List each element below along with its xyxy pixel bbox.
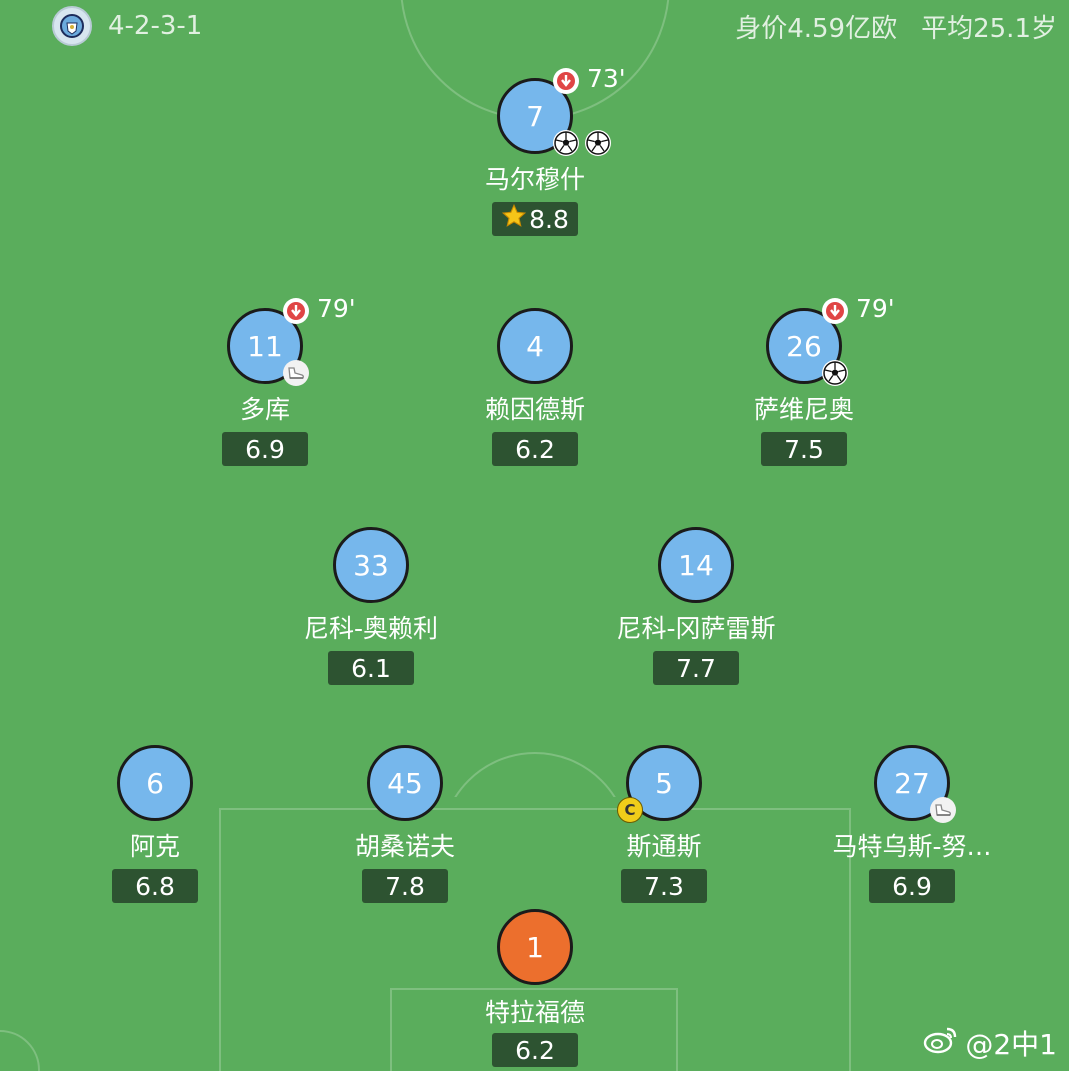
player-rating: 7.3 <box>621 869 707 903</box>
player-number: 6 <box>117 745 193 821</box>
player-rating: 8.8 <box>492 202 578 236</box>
corner-arc <box>0 1030 40 1071</box>
rating-value: 6.9 <box>245 434 285 464</box>
sub-out-time: 79' <box>317 294 356 323</box>
player-name: 阿克 <box>129 832 180 861</box>
penalty-box <box>219 808 851 1071</box>
rating-value: 8.8 <box>529 204 569 234</box>
rating-value: 6.1 <box>351 653 391 683</box>
watermark-text: @2中1 <box>965 1028 1057 1061</box>
formation-label: 4-2-3-1 <box>108 11 203 41</box>
goal-football-icon <box>585 130 611 156</box>
player-rating: 6.8 <box>112 869 198 903</box>
rating-value: 6.8 <box>135 871 175 901</box>
assist-boot-icon <box>930 797 956 823</box>
player-name: 马尔穆什 <box>484 165 585 194</box>
rating-value: 7.5 <box>784 434 824 464</box>
rating-value: 6.9 <box>892 871 932 901</box>
player-number: 14 <box>658 527 734 603</box>
player-name: 多库 <box>239 395 290 424</box>
assist-boot-icon <box>283 360 309 386</box>
substitution-out-icon <box>822 298 848 324</box>
player-rating: 7.5 <box>761 432 847 466</box>
weibo-icon <box>923 1025 959 1062</box>
captain-badge: C <box>617 797 643 823</box>
team-value: 身价4.59亿欧 <box>735 14 898 44</box>
player-number: 45 <box>367 745 443 821</box>
rating-value: 7.8 <box>385 871 425 901</box>
player-rating: 6.2 <box>492 432 578 466</box>
team-crest-icon[interactable] <box>52 6 92 46</box>
rating-value: 6.2 <box>515 434 555 464</box>
sub-out-time: 79' <box>856 294 895 323</box>
star-icon <box>501 203 527 235</box>
player-name: 萨维尼奥 <box>753 395 854 424</box>
rating-value: 7.7 <box>676 653 716 683</box>
player-rating: 7.8 <box>362 869 448 903</box>
player-name: 胡桑诺夫 <box>354 832 455 861</box>
player-name: 尼科-冈萨雷斯 <box>616 614 776 643</box>
player-rating: 6.9 <box>222 432 308 466</box>
player-name: 斯通斯 <box>626 832 702 861</box>
player-rating: 7.7 <box>653 651 739 685</box>
rating-value: 6.2 <box>515 1035 555 1065</box>
player-name: 特拉福德 <box>484 998 585 1027</box>
player-number: 27 <box>874 745 950 821</box>
weibo-watermark: @2中1 <box>923 1023 1057 1063</box>
player-number: 33 <box>333 527 409 603</box>
player-rating: 6.9 <box>869 869 955 903</box>
player-rating: 6.2 <box>492 1033 578 1067</box>
goal-box <box>390 988 678 1071</box>
rating-value: 7.3 <box>644 871 684 901</box>
sub-out-time: 73' <box>587 64 626 93</box>
goal-football-icon <box>553 130 579 156</box>
player-number: 1 <box>497 909 573 985</box>
substitution-out-icon <box>283 298 309 324</box>
player-name: 尼科-奥赖利 <box>303 614 439 643</box>
goal-football-icon <box>822 360 848 386</box>
average-age: 平均25.1岁 <box>921 14 1057 44</box>
player-number: 4 <box>497 308 573 384</box>
team-header: 4-2-3-1 <box>52 6 202 46</box>
player-name: 赖因德斯 <box>484 395 585 424</box>
player-rating: 6.1 <box>328 651 414 685</box>
team-stats: 身价4.59亿欧 平均25.1岁 <box>735 8 1057 45</box>
substitution-out-icon <box>553 68 579 94</box>
player-name: 马特乌斯-努… <box>832 832 992 861</box>
